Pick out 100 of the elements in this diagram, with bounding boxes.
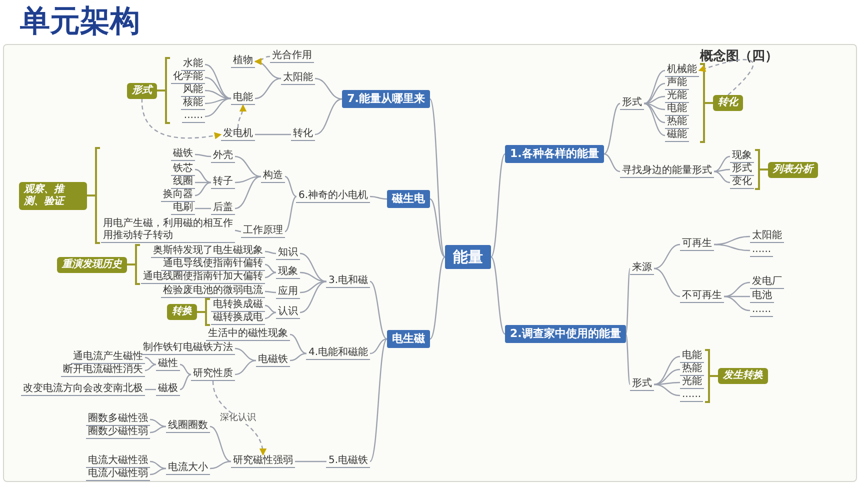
branch-label: 6.神奇的小电机 [296,190,370,203]
branch-label: 声能 [665,77,689,90]
connector-line [654,368,680,386]
branch-label: 磁极 [156,383,180,396]
dashed-arrow [237,104,246,128]
branch-label: 研究性质 [191,368,235,381]
connector-line [490,154,506,258]
connector-line [145,388,156,390]
branch-label: 电能 [665,103,689,116]
connector-line [284,176,297,198]
connector-line [714,168,730,172]
branch-label: 研究磁性强弱 [231,455,295,468]
connector-line [234,230,242,232]
connector-line [194,168,212,184]
connector-line [625,334,631,385]
connector-line [644,102,666,110]
connector-line [264,272,276,278]
connector-line [724,296,750,312]
connector-line [314,78,342,100]
edge-label: 深化认识 [219,412,257,424]
branch-label: 发电厂 [750,276,784,289]
branch-label: 机械能 [665,64,699,77]
branch-label: 热能 [680,363,704,376]
connector-line [370,338,388,462]
branch-label: ...... [750,304,774,317]
branch-label: 工作原理 [241,225,285,238]
branch-label: 化学能 [171,71,205,84]
branch-label: 电能 [680,350,704,363]
connector-line [254,78,282,100]
branch-label: 风能 [181,84,205,97]
connector-line [714,156,730,172]
category-tag: 观察、推测、验证 [19,182,87,210]
branch-label: 电刷 [171,202,195,215]
branch-label: 改变电流方向会改变南北极 [21,383,145,396]
branch-label: 光能 [665,90,689,103]
branch-label: 5.电磁铁 [326,455,370,468]
connector-line [144,356,156,366]
connector-line [204,90,232,100]
branch-label: 转子 [211,176,235,189]
branch-label: 核能 [181,97,205,110]
connector-line [195,208,211,210]
branch-label: 通电导线使指南针偏转 [161,258,265,271]
branch-label: 电池 [750,290,774,303]
connector-line [300,272,326,282]
connector-line [234,176,262,184]
connector-line [234,348,256,362]
branch-label: 热能 [665,116,689,129]
branch-label: 植物 [231,55,255,68]
branch-label: 电磁铁 [256,354,290,367]
branch-label: 线圈 [171,176,195,189]
connector-line [604,153,620,172]
branch-label: 太阳能 [281,72,315,85]
connector-line [150,418,166,428]
branch-label: 圈数少磁性弱 [86,426,150,439]
connector-line [284,196,297,232]
branch-label: 外壳 [211,150,235,163]
branch-label: 后盖 [211,202,235,215]
branch-label: 磁性 [156,358,180,371]
connector-line [714,244,750,252]
dashed-arrow [141,98,222,140]
branch-label: 转化 [291,128,315,141]
branch-label: 变化 [730,176,754,189]
connector-line [654,356,680,386]
connector-line [180,364,192,376]
branch-label: 认识 [276,306,300,319]
dashed-arrow [254,56,270,65]
connector-line [264,312,276,320]
connector-line [644,82,666,104]
branch-label: 来源 [630,262,654,275]
connector-line [654,384,680,396]
connector-line [150,426,166,434]
branch-label: 磁能 [665,129,689,142]
connector-line [644,96,666,104]
branch-label: 铁芯 [171,163,195,176]
connector-line [290,334,307,354]
connector-line [234,360,256,376]
branch-label: 生活中的磁性现象 [206,328,290,341]
branch-label: 用电产生磁，利用磁的相互作用推动转子转动 [101,218,235,243]
connector-line [654,268,680,298]
connector-line [180,374,192,390]
category-tag: 列表分析 [768,162,818,178]
connector-line [264,290,276,294]
connector-line [144,364,156,372]
branch-label: 电流大磁性强 [86,455,150,468]
connector-line [300,280,326,294]
topic-box: 7.能量从哪里来 [342,90,430,108]
connector-line [430,198,446,258]
branch-label: 形式 [730,163,754,176]
branch-label: 制作铁钉电磁铁方法 [141,342,235,355]
connector-line [724,296,750,298]
branch-label: 寻找身边的能量形式 [620,165,714,178]
connector-line [370,196,388,200]
branch-label: 太阳能 [750,230,784,243]
branch-label: 磁转换成电 [211,312,265,325]
connector-line [300,252,327,282]
connector-line [314,98,342,136]
connector-line [234,176,262,210]
connector-line [204,76,232,100]
branch-label: 光能 [680,376,704,389]
topic-box: 1.各种各样的能量 [505,145,604,163]
